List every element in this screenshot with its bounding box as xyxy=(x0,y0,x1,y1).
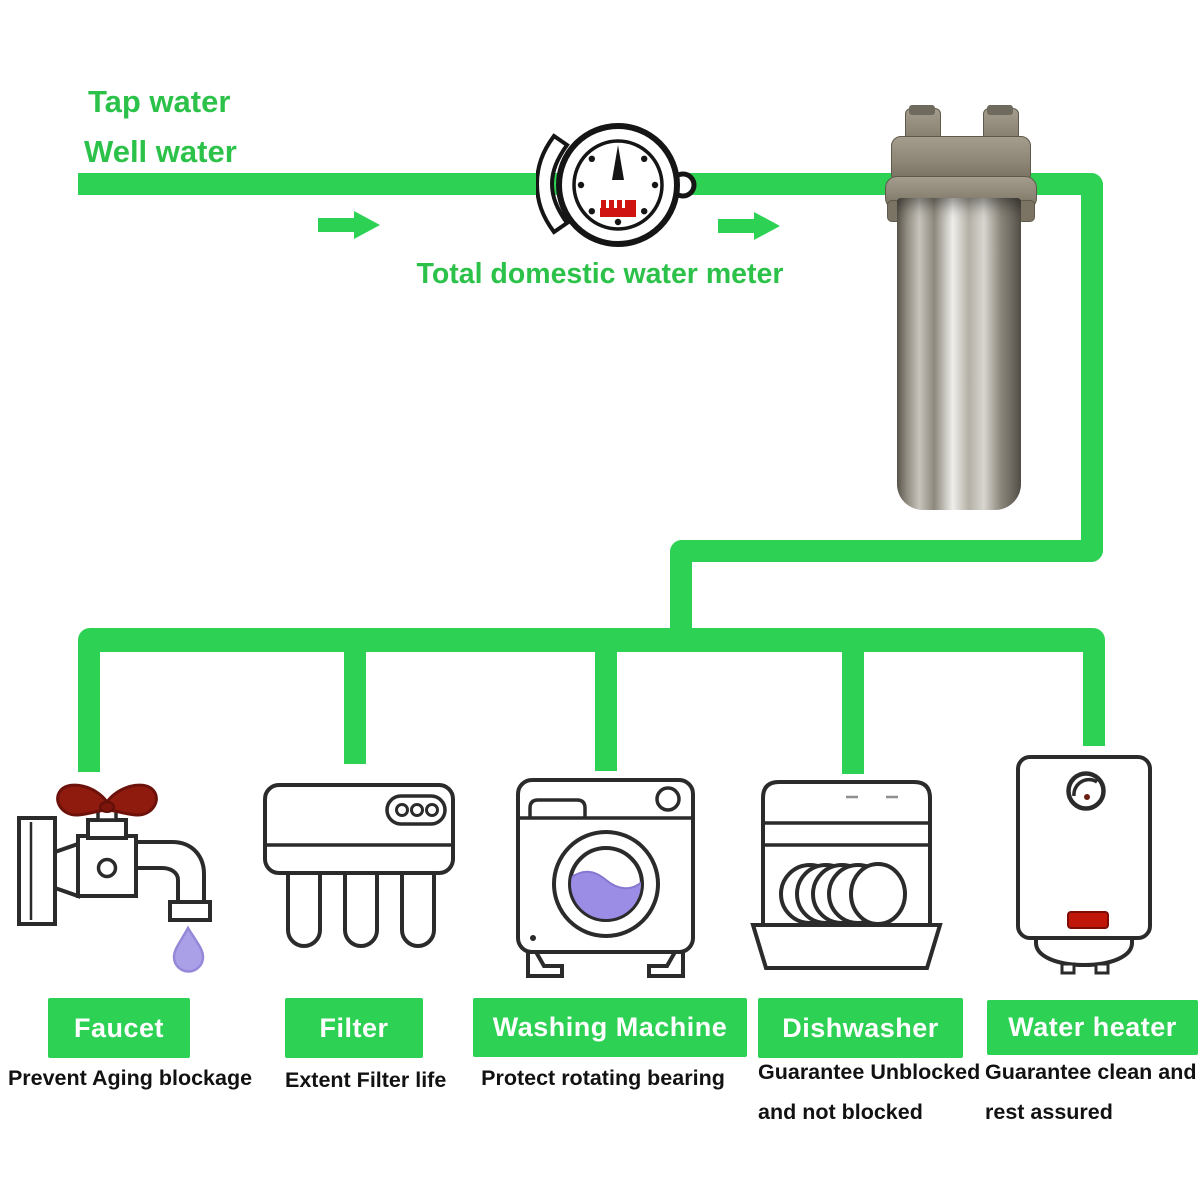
filter-unit-icon xyxy=(263,783,455,948)
desc-dishwasher-line1: Guarantee Unblocked xyxy=(758,1060,981,1084)
pipe-drop-faucet xyxy=(78,640,100,772)
label-faucet: Faucet xyxy=(48,998,190,1058)
filter-housing-port-cap-right xyxy=(987,105,1013,115)
pipe-connector-vertical xyxy=(670,540,692,652)
pipe-drop-washing-machine xyxy=(595,645,617,771)
dish-tray xyxy=(750,923,943,970)
water-heater-icon xyxy=(1016,755,1152,975)
desc-water-heater-line1: Guarantee clean and xyxy=(985,1060,1197,1084)
meter-lcd-display xyxy=(600,200,636,217)
water-meter-label: Total domestic water meter xyxy=(416,258,784,290)
desc-water-heater-line2: rest assured xyxy=(985,1100,1113,1124)
filter-housing-body xyxy=(897,198,1021,510)
tap-water-label: Tap water xyxy=(88,84,231,119)
dishwasher-icon xyxy=(750,780,943,970)
pipe-right-vertical xyxy=(1081,173,1103,562)
label-water-heater: Water heater xyxy=(987,1000,1198,1055)
pipe-drop-water-heater xyxy=(1083,640,1105,746)
pipe-return-horizontal xyxy=(670,540,1103,562)
plates xyxy=(779,862,907,926)
washer-water xyxy=(571,870,641,919)
desc-dishwasher-line2: and not blocked xyxy=(758,1100,923,1124)
desc-washing-machine: Protect rotating bearing xyxy=(481,1066,725,1090)
washing-machine-icon xyxy=(516,778,695,978)
well-water-label: Well water xyxy=(84,134,237,169)
desc-filter: Extent Filter life xyxy=(285,1068,447,1092)
filter-housing-port-cap-left xyxy=(909,105,935,115)
label-filter: Filter xyxy=(285,998,423,1058)
label-washing-machine: Washing Machine xyxy=(473,998,747,1057)
water-drop-icon xyxy=(172,925,205,973)
heater-indicator-red xyxy=(1067,911,1109,929)
label-dishwasher: Dishwasher xyxy=(758,998,963,1058)
water-meter-icon xyxy=(536,123,697,247)
desc-faucet: Prevent Aging blockage xyxy=(7,1066,253,1090)
flow-arrow-left-icon xyxy=(318,211,380,239)
pipe-drop-filter xyxy=(344,645,366,764)
faucet-icon xyxy=(17,783,212,973)
pipe-manifold xyxy=(78,628,1105,652)
flow-arrow-right-icon xyxy=(718,212,780,240)
pipe-drop-dishwasher xyxy=(842,645,864,774)
